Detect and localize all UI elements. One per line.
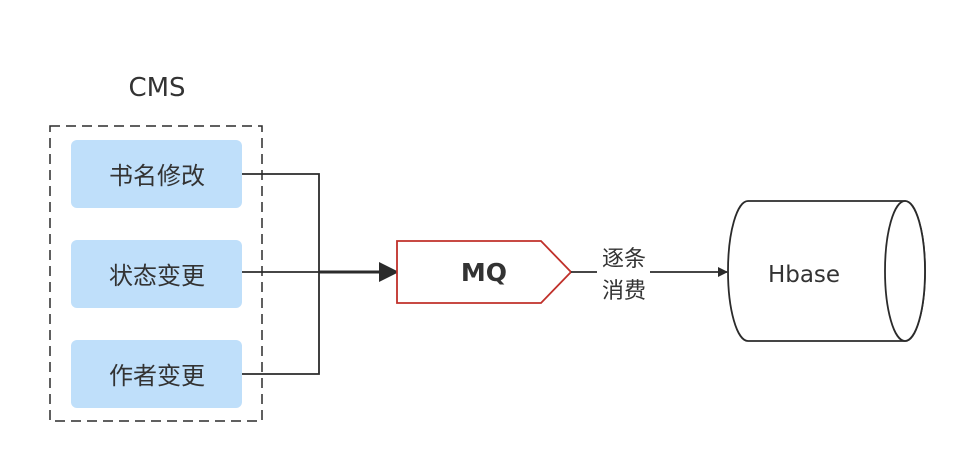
storage-label: Hbase	[768, 262, 840, 288]
cms-item-author: 作者变更	[71, 340, 242, 408]
queue-shape	[396, 240, 573, 304]
cms-item-status: 状态变更	[71, 240, 242, 308]
cylinder-cap	[884, 200, 926, 342]
connector-line-bottom	[242, 272, 320, 375]
cms-item-label: 状态变更	[109, 262, 205, 290]
edge-label-line2: 消费	[602, 279, 646, 304]
cms-item-label: 书名修改	[109, 162, 205, 190]
cms-item-box	[71, 240, 242, 308]
queue-label: MQ	[461, 258, 507, 287]
cms-item-box	[71, 140, 242, 208]
cms-group-box	[49, 125, 263, 422]
connector-line-top	[242, 173, 320, 272]
cms-item-box	[71, 340, 242, 408]
cms-item-label: 作者变更	[109, 362, 205, 390]
group-title: CMS	[128, 73, 185, 103]
storage-cylinder	[727, 200, 926, 342]
edge-label-line1: 逐条	[602, 247, 646, 272]
cms-item-book-name: 书名修改	[71, 140, 242, 208]
